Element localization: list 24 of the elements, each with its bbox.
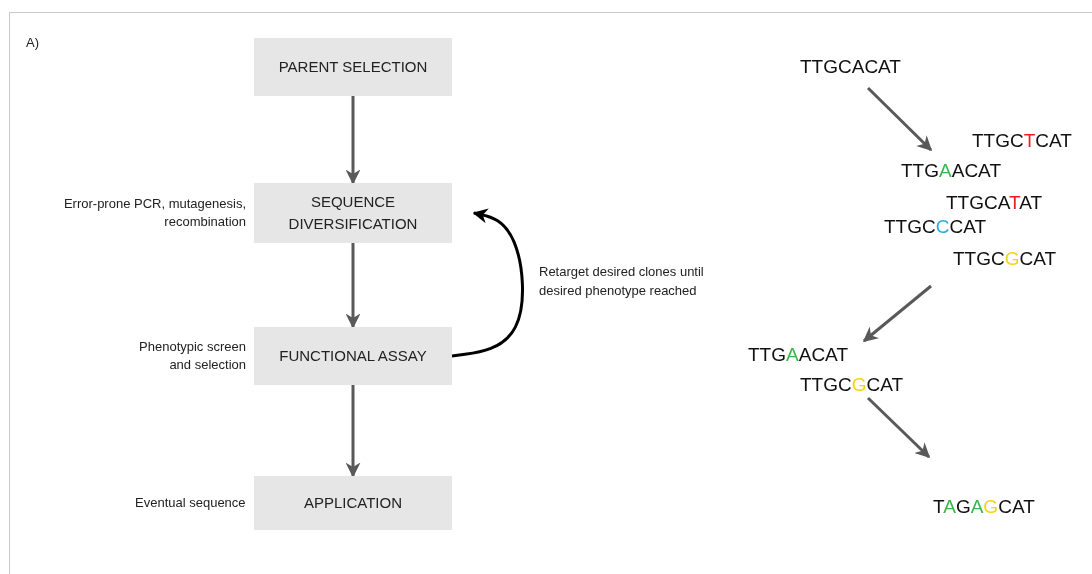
arrow bbox=[866, 396, 931, 459]
sequence-text: TTGCGCAT bbox=[800, 375, 904, 394]
step-note: Error-prone PCR, mutagenesis, recombination bbox=[62, 195, 246, 232]
sequence-text: TTGAACAT bbox=[901, 161, 1001, 180]
step-note: Phenotypic screen and selection bbox=[138, 338, 246, 375]
process-box: PARENT SELECTION bbox=[254, 38, 452, 96]
sequence-text: TAGAGCAT bbox=[933, 497, 1035, 516]
process-box: APPLICATION bbox=[254, 476, 452, 530]
sequence-text: TTGCTCAT bbox=[972, 131, 1072, 150]
arrow bbox=[345, 385, 361, 478]
arrow bbox=[451, 208, 524, 358]
sequence-text: TTGCACAT bbox=[800, 57, 901, 76]
step-note: Eventual sequence bbox=[135, 494, 246, 512]
arrow bbox=[345, 96, 361, 185]
sequence-text: TTGCGCAT bbox=[953, 249, 1057, 268]
arrow bbox=[866, 86, 933, 152]
panel-label: A) bbox=[26, 34, 39, 52]
arrow bbox=[345, 243, 361, 329]
sequence-text: TTGCATAT bbox=[946, 193, 1043, 212]
arrow bbox=[862, 284, 932, 343]
sequence-text: TTGCCCAT bbox=[884, 217, 987, 236]
process-box: SEQUENCE DIVERSIFICATION bbox=[254, 183, 452, 243]
sequence-text: TTGAACAT bbox=[748, 345, 848, 364]
process-box: FUNCTIONAL ASSAY bbox=[254, 327, 452, 385]
